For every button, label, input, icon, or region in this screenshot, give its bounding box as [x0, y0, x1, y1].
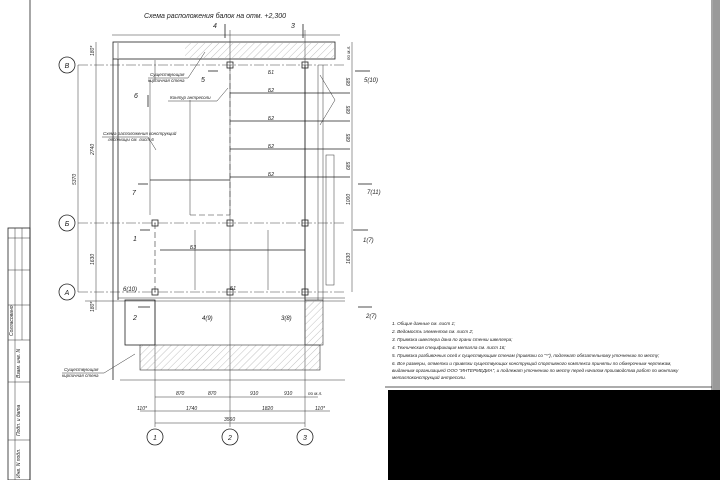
beam-label: Б2: [268, 116, 274, 122]
svg-text:по м.л.: по м.л.: [346, 46, 351, 60]
svg-text:Схема расположения конструкций: Схема расположения конструкций: [103, 130, 177, 136]
section-marks: 4 3 5 6 7 1 6(10) 2 4(9) 3(8) 5(10) 7(11…: [123, 23, 381, 322]
axis-bubble-v: В: [58, 56, 76, 74]
svg-text:110*: 110*: [137, 406, 148, 412]
svg-text:Б: Б: [65, 221, 70, 228]
svg-text:685: 685: [346, 133, 352, 142]
svg-text:3: 3: [291, 23, 295, 30]
svg-text:110*: 110*: [315, 406, 326, 412]
svg-text:6. Все размеры, отметки и при: 6. Все размеры, отметки и привязки сущес…: [392, 360, 672, 366]
beam-label: Б2: [268, 88, 274, 94]
bottom-dimensions: 870 870 910 910 по м.л. 110* 1740 1820 1…: [137, 391, 330, 424]
drawing-title: Схема расположения балок на отм. +2,300: [144, 12, 286, 20]
svg-text:4(9): 4(9): [202, 316, 213, 322]
svg-text:4: 4: [213, 23, 217, 30]
svg-text:1740: 1740: [186, 406, 197, 412]
beam-label: Б1: [268, 70, 274, 76]
svg-text:2740: 2740: [90, 144, 96, 156]
svg-text:7: 7: [132, 190, 137, 197]
plan-outline: [85, 59, 350, 381]
svg-text:1630: 1630: [346, 253, 352, 264]
title-block-redacted: [388, 390, 720, 480]
svg-text:кирпичная стена: кирпичная стена: [62, 373, 99, 378]
svg-text:1. Общие данные см. лист 1;: 1. Общие данные см. лист 1;: [392, 321, 456, 326]
svg-text:685: 685: [346, 161, 352, 170]
svg-text:7(11): 7(11): [367, 190, 381, 196]
beam-label: Б2: [268, 144, 274, 150]
svg-text:4. Техническая спецификация м: 4. Техническая спецификация металла см. …: [392, 345, 506, 350]
svg-text:685: 685: [346, 105, 352, 114]
callouts: Существующая кирпичная стена Контур антр…: [62, 51, 229, 378]
svg-text:кирпичная стена: кирпичная стена: [148, 78, 185, 83]
svg-text:Существующая: Существующая: [64, 367, 99, 372]
svg-text:1: 1: [133, 236, 137, 243]
svg-text:910: 910: [284, 391, 293, 397]
axis-bubble-2: 2: [221, 428, 239, 446]
general-notes: 1. Общие данные см. лист 1; 2. Ведомость…: [391, 321, 679, 380]
svg-text:по м.л.: по м.л.: [308, 391, 322, 396]
svg-text:1000: 1000: [346, 194, 352, 205]
svg-text:1(7): 1(7): [363, 238, 374, 244]
svg-text:1: 1: [153, 435, 157, 442]
axis-bubble-1: 1: [146, 428, 164, 446]
svg-text:Контур антресоли: Контур антресоли: [170, 95, 211, 100]
beam-label: Б1: [230, 286, 236, 292]
axis-bubble-b: Б: [58, 214, 76, 232]
scrollbar[interactable]: [713, 0, 720, 390]
svg-text:910: 910: [250, 391, 259, 397]
axis-bubble-a: А: [58, 283, 76, 301]
svg-text:180*: 180*: [90, 301, 96, 312]
svg-text:870: 870: [176, 391, 185, 397]
axis-bubble-3: 3: [296, 428, 314, 446]
side-stamp: Согласовано Взам. инв. N Подп. и дата Ин…: [7, 227, 31, 480]
svg-text:6(10): 6(10): [123, 287, 137, 293]
svg-text:1820: 1820: [262, 406, 273, 412]
beam-label: Б3: [190, 245, 196, 251]
stamp-sign-date: Подп. и дата: [16, 404, 22, 436]
right-dimensions: по м.л. 685 685 685 685 1000 1630: [346, 42, 353, 292]
stamp-replace-inv: Взам. инв. N: [16, 348, 22, 378]
svg-text:6: 6: [134, 93, 138, 100]
svg-text:5(10): 5(10): [364, 78, 378, 84]
svg-text:1630: 1630: [90, 254, 96, 265]
svg-text:Существующая: Существующая: [150, 72, 185, 77]
svg-text:2: 2: [227, 435, 232, 442]
svg-text:В: В: [65, 63, 70, 70]
svg-text:2(7): 2(7): [365, 314, 377, 320]
svg-text:2: 2: [132, 315, 137, 322]
svg-text:лестницы см. лист 6: лестницы см. лист 6: [107, 137, 154, 142]
svg-text:А: А: [64, 290, 70, 297]
existing-wall-top: [112, 34, 340, 60]
svg-text:180*: 180*: [90, 45, 96, 56]
svg-text:870: 870: [208, 391, 217, 397]
svg-text:5: 5: [201, 77, 205, 84]
svg-text:3. Привязка швеллера дана по: 3. Привязка швеллера дана по грани стенк…: [392, 337, 513, 342]
svg-text:3560: 3560: [224, 417, 235, 423]
beam-label: Б2: [268, 172, 274, 178]
svg-text:3(8): 3(8): [281, 316, 292, 322]
svg-text:2. Ведомость элементов см. ли: 2. Ведомость элементов см. лист 2;: [391, 329, 474, 334]
svg-text:685: 685: [346, 77, 352, 86]
stamp-inv-orig: Инв. N подл.: [16, 449, 22, 478]
svg-text:выданным организацией ООО "ИНТ: выданным организацией ООО "ИНТЕРМЕДИА", …: [392, 367, 679, 373]
left-dimensions: 180* 2740 5370 1630 180*: [72, 42, 97, 312]
svg-text:3: 3: [303, 435, 307, 442]
svg-text:5370: 5370: [72, 174, 78, 185]
stamp-agreed: Согласовано: [9, 305, 15, 336]
svg-text:5. Привязка разбивочных осей: 5. Привязка разбивочных осей к существую…: [392, 352, 660, 358]
svg-text:металлоконструкций антресоли.: металлоконструкций антресоли.: [392, 374, 466, 380]
